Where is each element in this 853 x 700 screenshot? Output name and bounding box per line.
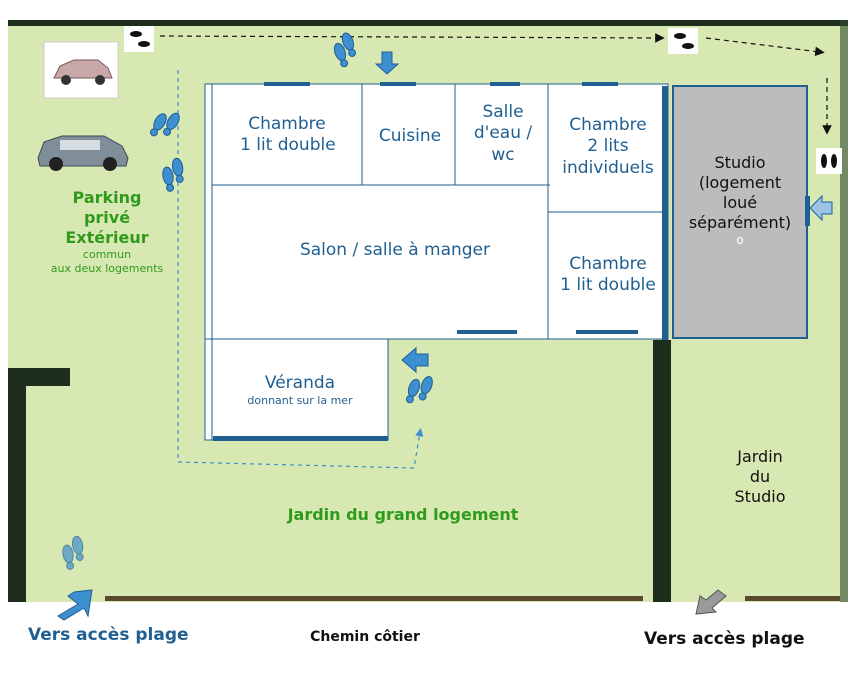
parking-title: Parking [72, 188, 142, 207]
right-hedge [840, 20, 848, 602]
room-name: Chambre [569, 115, 647, 135]
room-detail: d'eau / [473, 123, 533, 144]
window [264, 82, 310, 86]
jardin-grand-label: Jardin du grand logement [287, 505, 519, 524]
room-name: Salle [482, 102, 524, 122]
room-detail: o [736, 233, 744, 247]
room-detail: individuels [562, 157, 654, 178]
entrance-arrow-icon [695, 589, 727, 615]
room-detail: séparément) [688, 213, 792, 232]
room-cuisine-label: Cuisine [368, 126, 452, 147]
entrance-arrow-icon [401, 346, 429, 374]
window [582, 82, 618, 86]
room-salon-label: Salon / salle à manger [280, 240, 510, 261]
entrance-arrow-icon [809, 194, 833, 222]
room-name: Cuisine [378, 126, 442, 146]
acces-plage-left-label: Vers accès plage [28, 625, 189, 645]
room-chambre-3-label: Chambre 1 lit double [552, 254, 664, 297]
entrance-arrow-icon [57, 589, 93, 621]
window [576, 330, 638, 334]
parking-label: Parking privé Extérieur commun aux deux … [40, 188, 174, 276]
coastal-path-line-right [745, 596, 840, 601]
garden-name: Studio [734, 487, 786, 506]
house-right-wall [662, 86, 668, 340]
garden-name: Jardin [737, 447, 783, 466]
room-detail: (logement [698, 173, 782, 192]
jardin-studio-label: Jardin du Studio [710, 447, 810, 507]
room-detail: 2 lits [587, 136, 629, 157]
coastal-path-line [105, 596, 643, 601]
footprints-icon [816, 148, 842, 174]
top-hedge [8, 20, 848, 26]
garden-name: du [749, 467, 771, 486]
studio-room [672, 85, 808, 339]
car-icon [37, 135, 129, 171]
room-name: Salon / salle à manger [299, 240, 491, 260]
parking-note: aux deux logements [50, 261, 164, 275]
acces-plage-right-label: Vers accès plage [644, 629, 805, 649]
window [380, 82, 416, 86]
middle-hedge [653, 340, 671, 602]
room-salle-eau-label: Salle d'eau / wc [460, 102, 546, 166]
entrance-arrow-icon [374, 51, 400, 75]
chemin-cotier-label: Chemin côtier [310, 629, 420, 645]
studio-door [805, 196, 810, 226]
room-detail: wc [491, 144, 515, 165]
room-detail: 1 lit double [240, 135, 336, 156]
room-studio-label: Studio (logement loué séparément) o [676, 153, 804, 248]
car-icon [43, 41, 119, 99]
room-detail: 1 lit double [560, 275, 656, 296]
left-hedge [8, 368, 26, 602]
window [490, 82, 520, 86]
parking-title: privé [83, 208, 131, 227]
dashed-path-arrow-icon [177, 70, 424, 469]
room-veranda-label: Véranda donnant sur la mer [230, 373, 370, 408]
dashed-path-arrow-icon [159, 33, 665, 43]
veranda-room [204, 338, 389, 441]
room-name: Véranda [264, 373, 336, 393]
parking-note: commun [82, 248, 132, 261]
room-chambre-2-label: Chambre 2 lits individuels [552, 115, 664, 179]
room-chambre-1-label: Chambre 1 lit double [240, 114, 336, 157]
room-name: Studio [714, 153, 766, 172]
veranda-window [213, 436, 388, 441]
footprints-icon [124, 26, 154, 52]
room-name: Chambre [569, 254, 647, 274]
parking-title: Extérieur [65, 228, 149, 247]
footprints-icon [668, 28, 698, 54]
room-detail: loué [722, 193, 758, 212]
window [457, 330, 517, 334]
dashed-path-arrow-icon [705, 37, 825, 57]
room-name: Chambre [248, 114, 326, 134]
room-detail: donnant sur la mer [247, 394, 353, 408]
left-hedge-top [8, 368, 70, 386]
